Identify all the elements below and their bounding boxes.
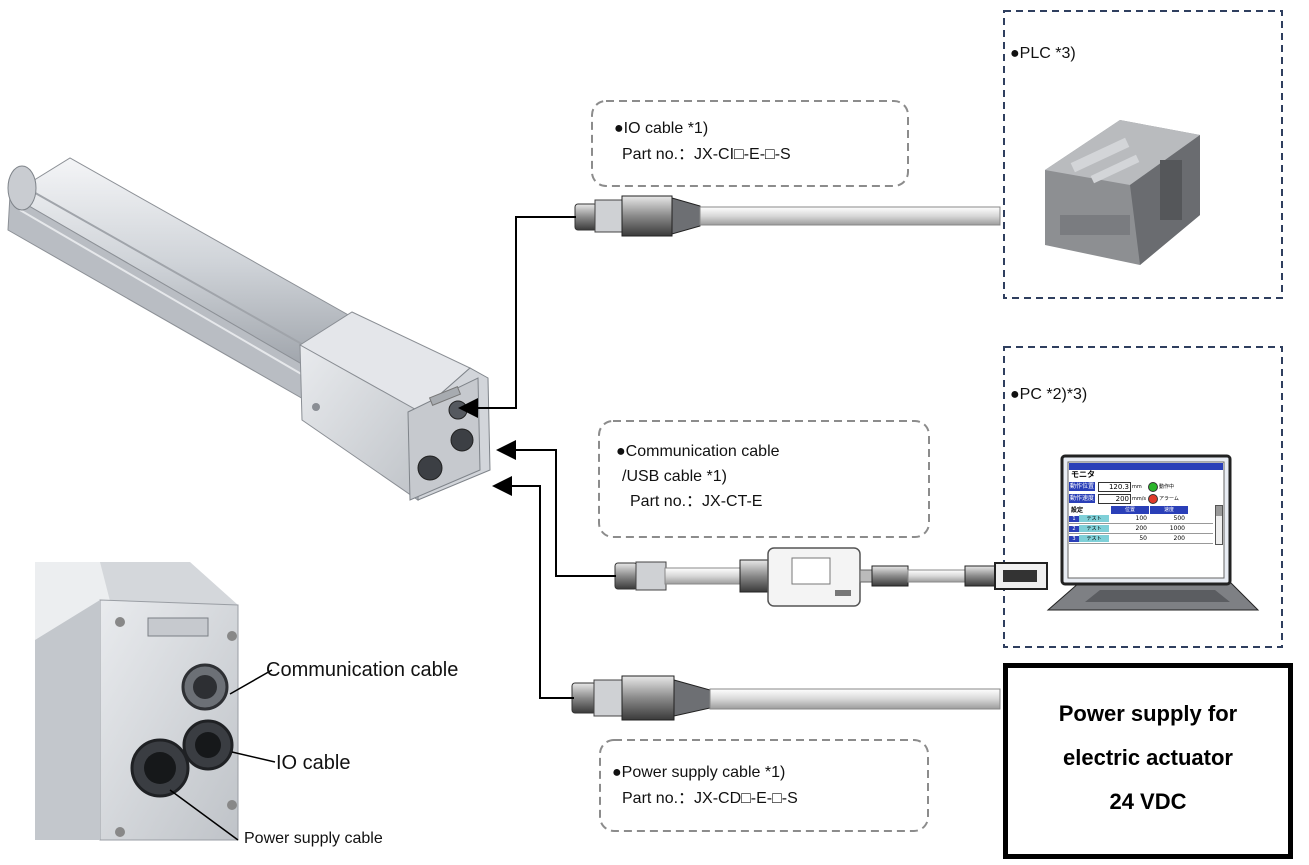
table-cell-speed: 1000	[1169, 525, 1185, 532]
screen-table-header: 速度	[1150, 505, 1188, 514]
status-indicator-icon	[1148, 481, 1158, 492]
power-supply-cable	[571, 675, 1001, 721]
screen-row: 動作速度 200 mm/s アラーム	[1069, 493, 1223, 504]
screen-scrollbar	[1215, 505, 1223, 545]
io-callout-box	[591, 100, 909, 187]
status-indicator-icon	[1148, 493, 1158, 504]
screen-row-unit: mm/s	[1132, 495, 1147, 502]
screen-row-status: 動作中	[1159, 484, 1175, 490]
closeup-pointer-power	[169, 789, 239, 841]
closeup-pointer-communication	[229, 669, 273, 695]
table-cell-name: テスト	[1079, 525, 1109, 532]
table-row: 1 テスト 100 500	[1069, 514, 1213, 524]
table-cell-pos: 50	[1139, 535, 1147, 542]
closeup-label-power: Power supply cable	[244, 830, 383, 847]
table-cell-no: 2	[1069, 525, 1079, 532]
closeup-pointer-io	[231, 751, 276, 763]
power-supply-line2: electric actuator	[1063, 745, 1233, 770]
io-cable	[574, 195, 1001, 237]
closeup-label-io: IO cable	[276, 752, 351, 774]
table-row: 2 テスト 200 1000	[1069, 524, 1213, 534]
table-cell-no: 3	[1069, 535, 1079, 542]
communication-cable	[614, 547, 1048, 607]
table-cell-name: テスト	[1079, 535, 1109, 542]
screen-row-value: 120.3	[1098, 481, 1131, 492]
pc-box	[1003, 346, 1283, 648]
power-supply-line1: Power supply for	[1058, 701, 1238, 726]
io-callout-title: ●IO cable *1)	[614, 120, 709, 137]
screen-row-label: 動作位置	[1069, 482, 1095, 491]
screen-row: 動作位置 120.3 mm 動作中	[1069, 481, 1223, 492]
io-callout-part: Part no.：JX-CI□-E-□-S	[622, 146, 791, 163]
screen-table-header: 位置	[1111, 505, 1149, 514]
table-cell-pos: 100	[1135, 515, 1147, 522]
laptop-pc	[1046, 454, 1260, 611]
table-cell-speed: 200	[1173, 535, 1185, 542]
closeup-label-communication: Communication cable	[266, 659, 459, 681]
screen-header-bar	[1069, 463, 1223, 470]
laptop-screen: モニタ 動作位置 120.3 mm 動作中 動作速度 200 mm/s アラーム…	[1069, 463, 1223, 577]
connector-closeup	[35, 562, 239, 841]
comm-callout-line2: /USB cable *1)	[622, 468, 727, 485]
table-cell-speed: 500	[1173, 515, 1185, 522]
power-callout-title: ●Power supply cable *1)	[612, 764, 786, 781]
power-callout-box	[599, 739, 929, 832]
plc-illustration	[1045, 120, 1200, 265]
comm-callout-part: Part no.：JX-CT-E	[630, 493, 763, 510]
plc-label: ●PLC *3)	[1010, 45, 1076, 62]
comm-callout-box	[598, 420, 930, 538]
io-connection-arrow	[458, 216, 576, 418]
power-connection-arrow	[492, 476, 574, 699]
power-callout-part: Part no.：JX-CD□-E-□-S	[622, 790, 798, 807]
electric-actuator	[7, 157, 491, 501]
power-supply-box: Power supply for electric actuator 24 VD…	[1003, 663, 1293, 859]
comm-callout-title: ●Communication cable	[616, 443, 780, 460]
screen-row-value: 200	[1098, 493, 1131, 504]
comm-connection-arrow	[496, 440, 616, 577]
table-cell-pos: 200	[1135, 525, 1147, 532]
power-supply-line3: 24 VDC	[1109, 789, 1187, 814]
screen-row-label: 動作速度	[1069, 494, 1095, 503]
plc-box	[1003, 10, 1283, 299]
screen-table: 設定 位置 速度 1 テスト 100 500 2 テスト 200 1000 3 …	[1069, 505, 1223, 545]
screen-table-title: 設定	[1071, 507, 1084, 514]
screen-row-unit: mm	[1132, 483, 1142, 490]
table-cell-no: 1	[1069, 515, 1079, 522]
pc-label: ●PC *2)*3)	[1010, 386, 1088, 403]
screen-title: モニタ	[1071, 470, 1095, 479]
table-row: 3 テスト 50 200	[1069, 534, 1213, 544]
screen-row-status: アラーム	[1159, 496, 1179, 502]
table-cell-name: テスト	[1079, 515, 1109, 522]
